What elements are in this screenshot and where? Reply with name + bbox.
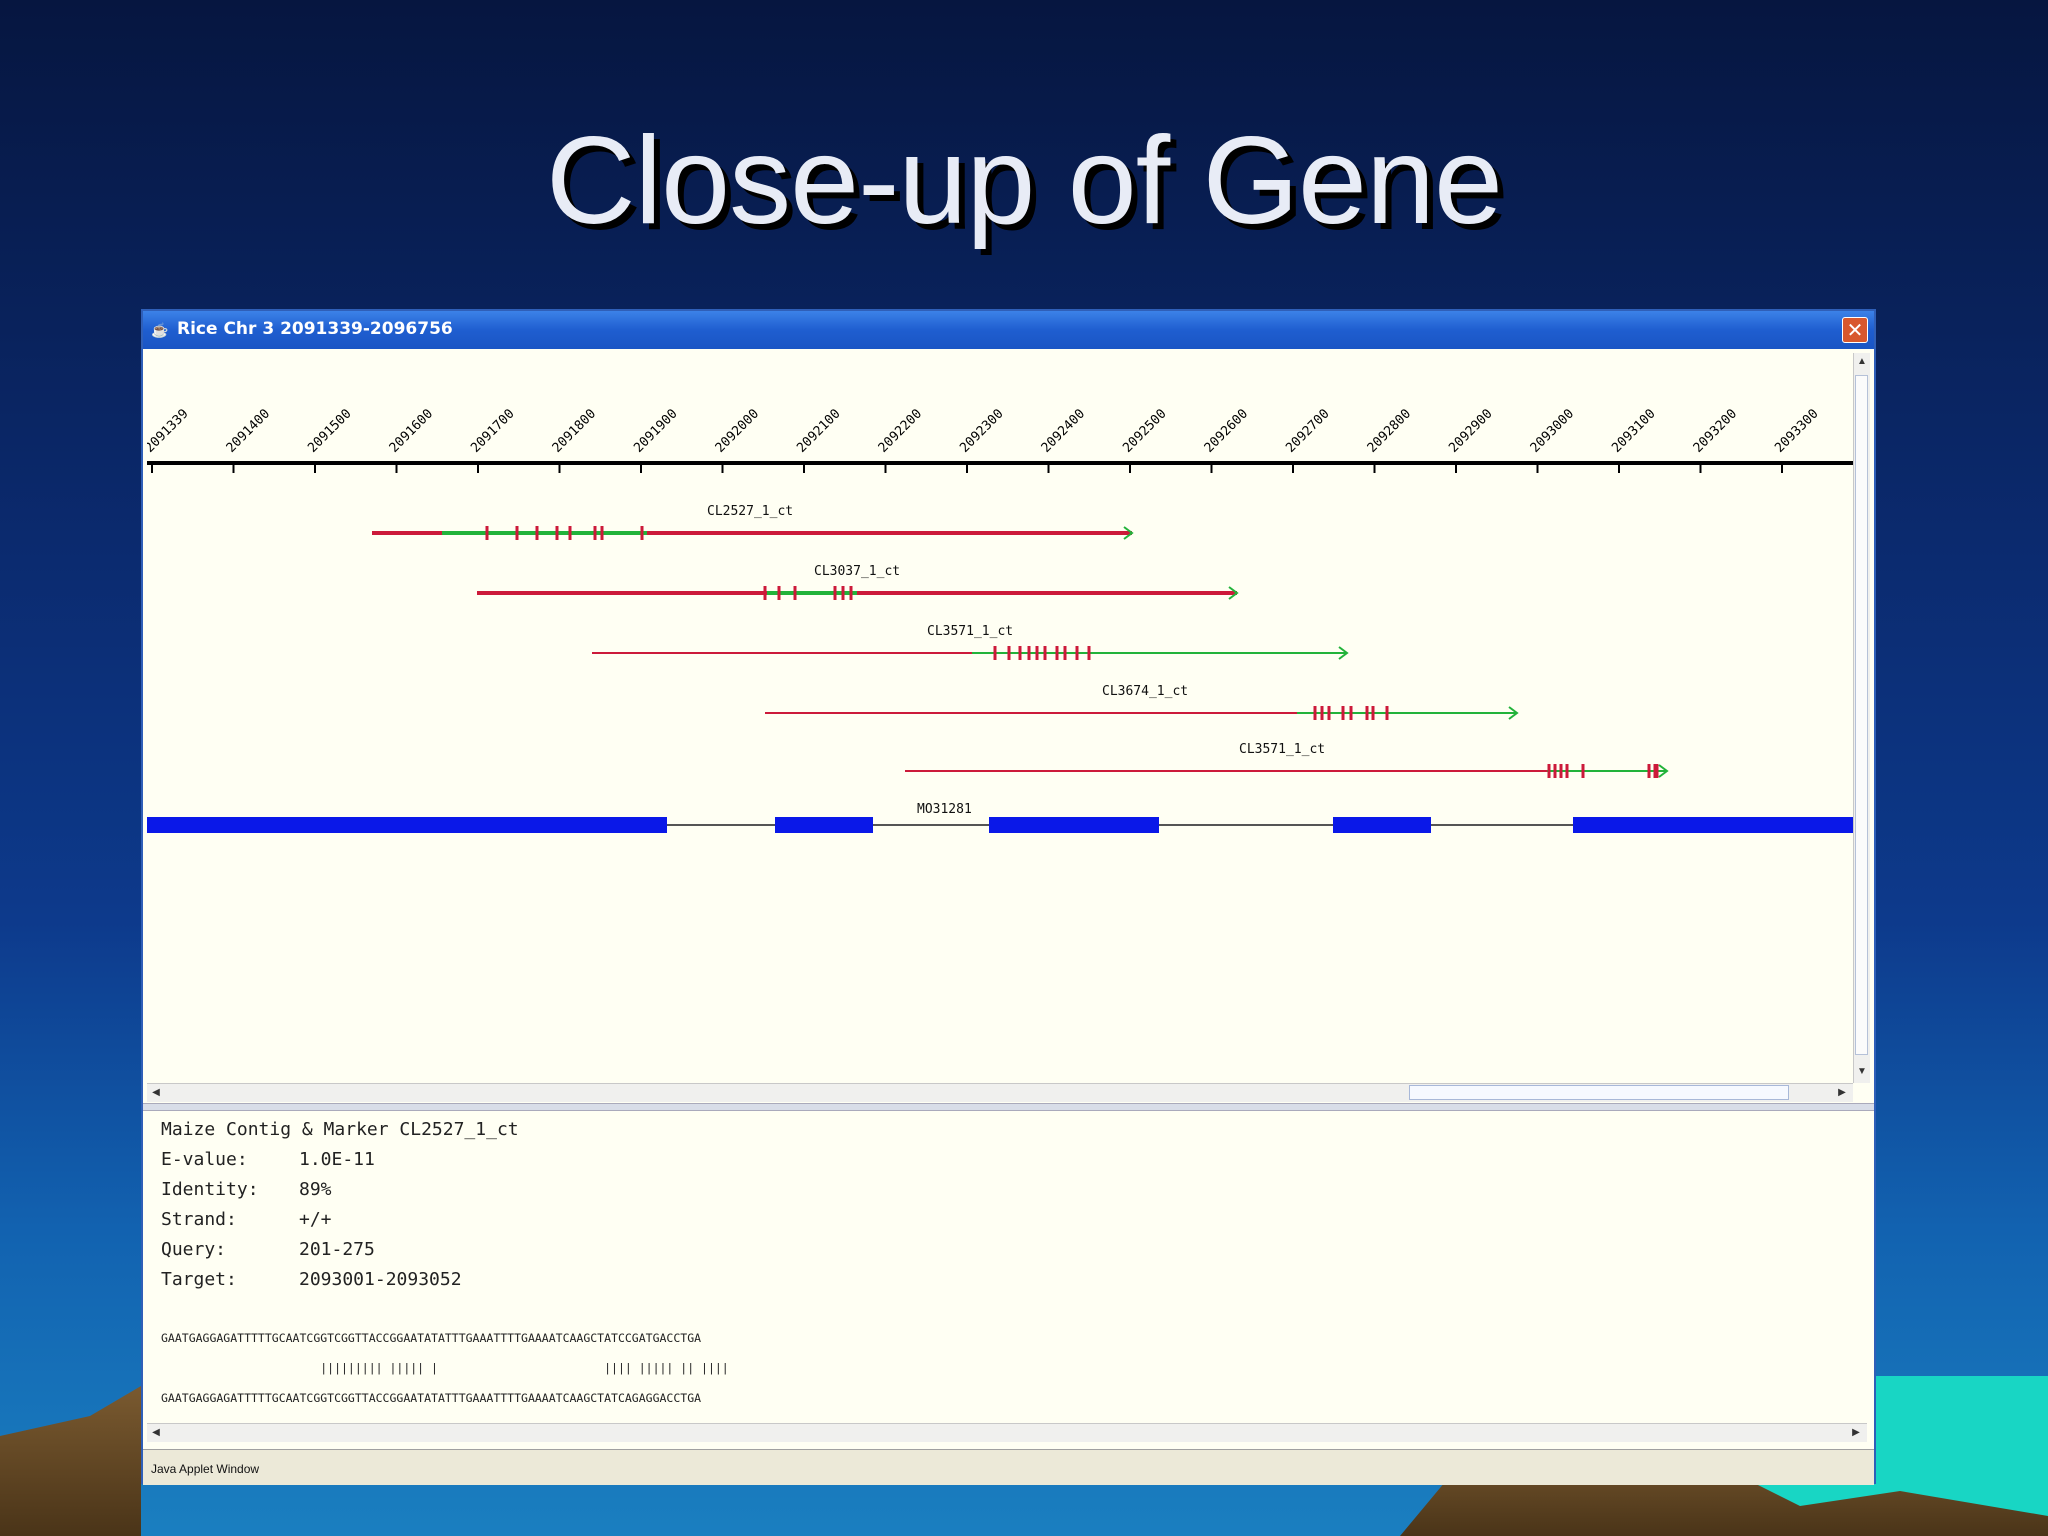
horizontal-scrollbar[interactable]: ◀ ▶	[147, 1083, 1853, 1102]
window-title: Rice Chr 3 2091339-2096756	[177, 319, 453, 339]
ruler-tick-label: 2092500	[1120, 406, 1169, 455]
track-label: CL3571_1_ct	[1239, 742, 1325, 757]
ruler-tick-label: 2092200	[876, 406, 925, 455]
track-arrow	[1658, 764, 1669, 778]
genome-browser-canvas[interactable]: 2091339 2091400 2091500 2091600 2091700 20918…	[142, 353, 1903, 1083]
scroll-up-icon[interactable]: ▲	[1857, 356, 1867, 367]
gene-exon	[1573, 817, 1853, 833]
ruler-tick-label: 2092700	[1283, 406, 1332, 455]
track-arrow	[1338, 646, 1349, 660]
scroll-thumb[interactable]	[1855, 375, 1868, 1055]
close-button[interactable]: ✕	[1842, 317, 1868, 343]
window-titlebar[interactable]: ☕ Rice Chr 3 2091339-2096756 ✕	[143, 311, 1874, 349]
track-label: CL3571_1_ct	[927, 624, 1013, 639]
gene-exon	[775, 817, 873, 833]
alignment-target: GAATGAGGAGATTTTTGCAATCGGTCGGTTACCGGAATAT…	[161, 1391, 702, 1405]
gene-exon	[989, 817, 1159, 833]
scroll-thumb[interactable]	[1409, 1085, 1789, 1100]
alignment-query: GAATGAGGAGATTTTTGCAATCGGTCGGTTACCGGAATAT…	[161, 1331, 702, 1345]
track-label: CL3674_1_ct	[1102, 684, 1188, 699]
gene-exon	[147, 817, 667, 833]
gene-exon	[1333, 817, 1431, 833]
split-pane-divider[interactable]	[143, 1103, 1874, 1111]
hit-details-panel: Maize Contig & Marker CL2527_1_ct E-valu…	[161, 1115, 519, 1295]
ruler-tick-label: 2091900	[631, 406, 680, 455]
detail-row: Query:201-275	[161, 1239, 375, 1260]
gene-label: MO31281	[917, 802, 972, 817]
ruler-tick-label: 2092900	[1446, 406, 1495, 455]
ruler-tick-label: 2093000	[1528, 406, 1577, 455]
ruler-tick-label: 2092100	[794, 406, 843, 455]
scroll-right-icon[interactable]: ▶	[1852, 1427, 1860, 1438]
scroll-left-icon[interactable]: ◀	[152, 1427, 160, 1438]
scroll-down-icon[interactable]: ▼	[1857, 1066, 1867, 1077]
scroll-left-icon[interactable]: ◀	[152, 1087, 160, 1098]
ruler-tick-label: 2091600	[387, 406, 436, 455]
ruler-tick-label: 2091800	[550, 406, 599, 455]
vertical-scrollbar[interactable]: ▲ ▼	[1853, 353, 1870, 1083]
ruler-tick-label: 2092000	[713, 406, 762, 455]
track-arrow	[1228, 586, 1239, 600]
ruler-tick-label: 2091400	[224, 406, 273, 455]
alignment-horizontal-scrollbar[interactable]: ◀ ▶	[147, 1423, 1867, 1442]
detail-row: Identity:89%	[161, 1179, 332, 1200]
ruler-tick-label: 2091700	[468, 406, 517, 455]
scroll-right-icon[interactable]: ▶	[1838, 1087, 1846, 1098]
ruler-tick-label: 2092300	[957, 406, 1006, 455]
detail-row: E-value:1.0E-11	[161, 1149, 375, 1170]
track-label: CL3037_1_ct	[814, 564, 900, 579]
hit-details-header: Maize Contig & Marker CL2527_1_ct	[161, 1119, 519, 1140]
ruler-tick-label: 2092800	[1365, 406, 1414, 455]
genome-track-view: 2091339 2091400 2091500 2091600 2091700 20918…	[142, 406, 1903, 833]
track-label: CL2527_1_ct	[707, 504, 793, 519]
java-cup-icon: ☕	[151, 322, 169, 338]
ruler-tick-label: 2092400	[1039, 406, 1088, 455]
alignment-match: ||||||||| ||||| | |||| ||||| || ||||	[161, 1361, 729, 1375]
ruler-tick-label: 2093100	[1609, 406, 1658, 455]
detail-row: Strand:+/+	[161, 1209, 332, 1230]
ruler-tick-label: 2091339	[147, 406, 192, 455]
detail-row: Target:2093001-2093052	[161, 1269, 462, 1290]
track-arrow	[1123, 526, 1134, 540]
ruler-tick-label: 2093200	[1691, 406, 1740, 455]
ruler-tick-label: 2093300	[1772, 406, 1821, 455]
track-arrow	[1508, 706, 1519, 720]
status-text: Java Applet Window	[151, 1462, 260, 1476]
slide-title: Close-up of Gene	[546, 112, 1503, 250]
status-bar: Java Applet Window	[143, 1449, 1874, 1485]
ruler-tick-label: 2092600	[1202, 406, 1251, 455]
sequence-alignment: GAATGAGGAGATTTTTGCAATCGGTCGGTTACCGGAATAT…	[161, 1323, 729, 1413]
ruler-tick-label: 2091500	[305, 406, 354, 455]
